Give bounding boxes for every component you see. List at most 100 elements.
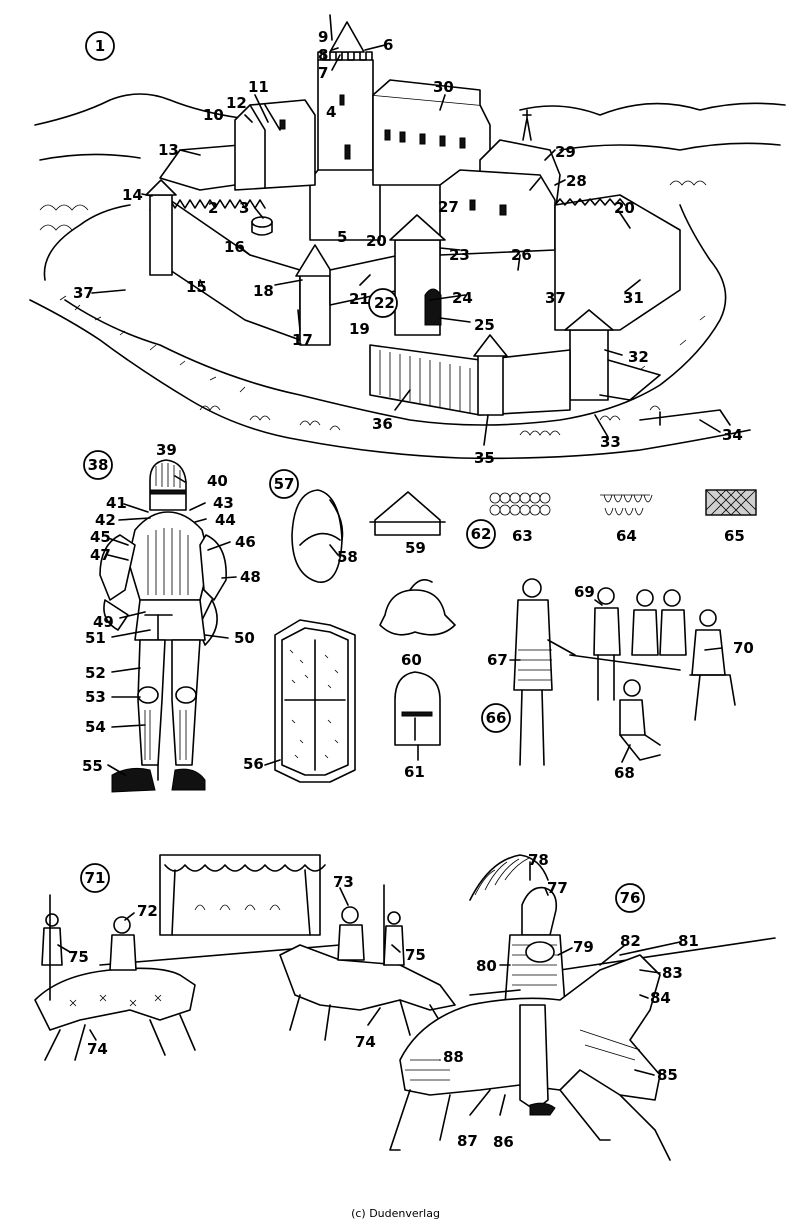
label: 14 — [122, 186, 143, 204]
label: 19 — [349, 320, 370, 338]
label: 56 — [243, 755, 264, 773]
label: 61 — [404, 763, 425, 781]
label: 41 — [106, 494, 127, 512]
label: 65 — [724, 527, 745, 545]
label: 5 — [337, 228, 347, 246]
label: 74 — [355, 1033, 376, 1051]
label: 21 — [349, 290, 370, 308]
label: 85 — [657, 1066, 678, 1084]
label: 50 — [234, 629, 255, 647]
label: 47 — [90, 546, 111, 564]
label: 32 — [628, 348, 649, 366]
label: 75 — [405, 946, 426, 964]
tournament-drawing — [34, 854, 456, 1061]
label: 8 — [318, 46, 328, 64]
label: 54 — [85, 718, 106, 736]
label: 87 — [457, 1132, 478, 1150]
group-number-tournament: 71 — [80, 863, 110, 893]
label: 2 — [208, 199, 218, 217]
group-number-text: 71 — [85, 869, 106, 887]
label: 34 — [722, 426, 743, 444]
label: 31 — [623, 289, 644, 307]
label: 81 — [678, 932, 699, 950]
label: 27 — [438, 198, 459, 216]
label: 78 — [528, 851, 549, 869]
label: 60 — [401, 651, 422, 669]
label: 44 — [215, 511, 236, 529]
label: 13 — [158, 141, 179, 159]
label: 72 — [137, 902, 158, 920]
label: 79 — [573, 938, 594, 956]
label: 68 — [614, 764, 635, 782]
label: 3 — [239, 199, 249, 217]
label: 29 — [555, 143, 576, 161]
label: 48 — [240, 568, 261, 586]
label: 67 — [487, 651, 508, 669]
label: 43 — [213, 494, 234, 512]
label: 16 — [224, 238, 245, 256]
jouster-drawing — [389, 854, 776, 1161]
group-number-text: 62 — [471, 525, 492, 543]
label: 24 — [452, 289, 473, 307]
knighting-drawing — [513, 578, 736, 766]
group-number-text: 1 — [95, 37, 105, 55]
label: 26 — [511, 246, 532, 264]
label: 23 — [449, 246, 470, 264]
group-number-text: 66 — [486, 709, 507, 727]
label: 58 — [337, 548, 358, 566]
label: 4 — [326, 103, 336, 121]
label: 36 — [372, 415, 393, 433]
label: 51 — [85, 629, 106, 647]
copyright-text: (c) Dudenverlag — [351, 1207, 440, 1220]
label: 9 — [318, 28, 328, 46]
group-number-shield-small: 57 — [269, 469, 299, 499]
label: 49 — [93, 613, 114, 631]
label: 39 — [156, 441, 177, 459]
label: 15 — [186, 278, 207, 296]
group-number-22-circle — [368, 288, 398, 318]
label: 86 — [493, 1133, 514, 1151]
group-number-text: 76 — [620, 889, 641, 907]
label: 82 — [620, 932, 641, 950]
label: 88 — [443, 1048, 464, 1066]
label: 74 — [87, 1040, 108, 1058]
label: 20 — [614, 199, 635, 217]
shields-helmets-drawing — [274, 489, 757, 783]
label: 6 — [383, 36, 393, 54]
label: 64 — [616, 527, 637, 545]
group-number-castle: 1 — [85, 31, 115, 61]
label: 18 — [253, 282, 274, 300]
label: 46 — [235, 533, 256, 551]
castle-drawing — [29, 21, 786, 460]
label: 28 — [566, 172, 587, 190]
group-number-text: 38 — [88, 456, 109, 474]
label: 20 — [366, 232, 387, 250]
label: 75 — [68, 948, 89, 966]
label: 42 — [95, 511, 116, 529]
label: 12 — [226, 94, 247, 112]
label: 63 — [512, 527, 533, 545]
label: 70 — [733, 639, 754, 657]
label: 33 — [600, 433, 621, 451]
group-number-armour: 38 — [83, 450, 113, 480]
group-number-mail: 62 — [466, 519, 496, 549]
label: 83 — [662, 964, 683, 982]
label: 37 — [73, 284, 94, 302]
group-number-knighting: 66 — [481, 703, 511, 733]
label: 7 — [318, 64, 328, 82]
label: 73 — [333, 873, 354, 891]
label: 35 — [474, 449, 495, 467]
label: 69 — [574, 583, 595, 601]
label: 37 — [545, 289, 566, 307]
label: 59 — [405, 539, 426, 557]
label: 17 — [292, 331, 313, 349]
group-number-jouster: 76 — [615, 883, 645, 913]
leader-lines — [57, 14, 723, 1116]
label: 25 — [474, 316, 495, 334]
label: 30 — [433, 78, 454, 96]
group-number-text: 57 — [274, 475, 295, 493]
label: 55 — [82, 757, 103, 775]
label: 53 — [85, 688, 106, 706]
label: 10 — [203, 106, 224, 124]
